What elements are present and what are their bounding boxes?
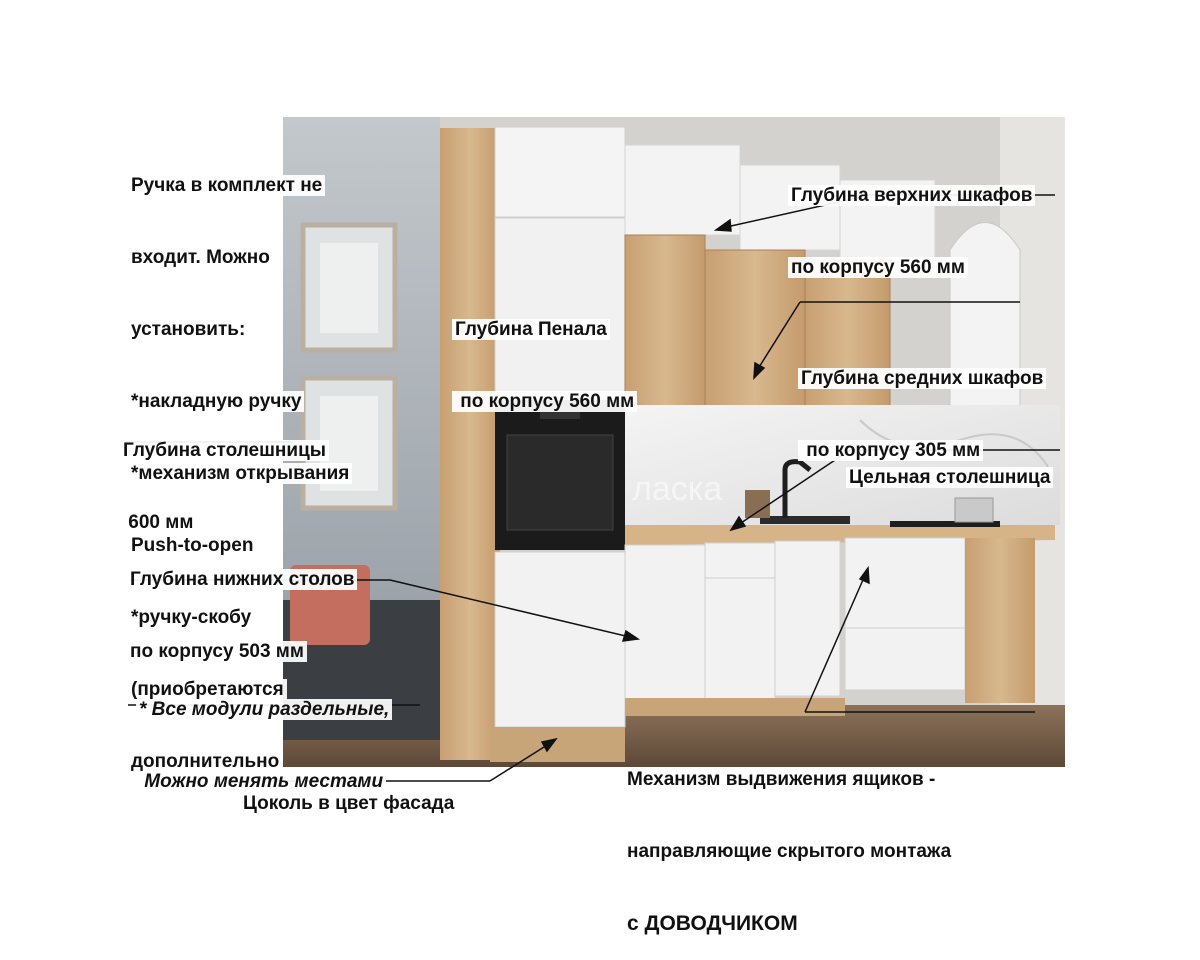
corner-cabinet-bottom xyxy=(844,627,966,691)
lower-depth-line: Глубина нижних столов xyxy=(127,569,358,590)
tall-depth-line: Глубина Пенала xyxy=(452,319,610,340)
handle-note-line: Ручка в комплект не xyxy=(128,175,326,196)
plinth-arrow xyxy=(489,741,553,782)
solid-countertop-text: Цельная столешница xyxy=(846,467,1054,488)
upper-depth-label: Глубина верхних шкафов по корпусу 560 мм xyxy=(788,136,1036,304)
upper-cabinet-2 xyxy=(739,164,841,251)
tall-column-front-bottom xyxy=(494,551,626,728)
tall-column-side xyxy=(440,128,500,760)
handle-note-line: установить: xyxy=(128,319,249,340)
lower-depth-arrowhead xyxy=(621,629,641,642)
lower-cabinet-1 xyxy=(624,544,706,711)
tall-depth-line: по корпусу 560 мм xyxy=(452,391,638,412)
lower-cabinet-3 xyxy=(704,577,776,709)
modules-note-label: * Все модули раздельные, Можно менять ме… xyxy=(136,650,393,818)
drawer-mechanism-line: направляющие скрытого монтажа xyxy=(624,841,955,862)
middle-depth-line: по корпусу 305 мм xyxy=(798,440,984,461)
solid-countertop-arrowhead xyxy=(729,515,747,532)
lower-depth-line: по корпусу 503 мм xyxy=(127,641,307,662)
faucet xyxy=(782,459,812,518)
solid-countertop-label: Цельная столешница xyxy=(846,418,1054,514)
handle-note-line: *накладную ручку xyxy=(128,391,305,412)
tall-depth-label: Глубина Пенала по корпусу 560 мм xyxy=(452,270,638,438)
upper-depth-line: по корпусу 560 мм xyxy=(788,257,968,278)
countertop-depth-label: Глубина столешницы 600 мм xyxy=(120,391,329,559)
middle-cabinet-1 xyxy=(624,234,706,411)
tall-column-front-top xyxy=(494,126,626,218)
handle-note: Ручка в комплект не входит. Можно устано… xyxy=(128,126,353,798)
handle-note-line: (приобретаются xyxy=(128,679,287,700)
corner-cabinet-top xyxy=(844,537,966,629)
cooktop xyxy=(890,521,1000,527)
lower-depth-arrow xyxy=(389,579,635,639)
plinth-label: Цоколь в цвет фасада xyxy=(240,744,458,840)
sink xyxy=(760,516,850,524)
handle-note-line: дополнительно xyxy=(128,751,283,772)
upper-cabinet-1 xyxy=(624,144,741,236)
spice-jars xyxy=(745,490,770,518)
handle-note-line: Push-to-open xyxy=(128,535,257,556)
lower-depth-label: Глубина нижних столов по корпусу 503 мм xyxy=(127,520,358,688)
upper-depth-line: Глубина верхних шкафов xyxy=(788,185,1036,206)
lower-cabinet-4 xyxy=(774,540,841,697)
drawer-mechanism-line: с ДОВОДЧИКОМ xyxy=(624,912,801,935)
handle-note-line: *ручку-скобу xyxy=(128,607,255,628)
drawer-arrowhead xyxy=(858,565,870,585)
oven-window xyxy=(506,434,614,531)
drawer-mechanism-label: Механизм выдвижения ящиков - направляющи… xyxy=(624,720,955,960)
handle-note-line: входит. Можно xyxy=(128,247,273,268)
middle-depth-arrowhead xyxy=(753,361,766,380)
solid-countertop-arrow xyxy=(734,449,851,528)
countertop-depth-line: 600 мм xyxy=(120,512,197,533)
upper-depth-arrowhead xyxy=(713,218,732,232)
lower-cabinet-2 xyxy=(704,542,776,579)
plinth-lower xyxy=(625,698,845,716)
modules-note-line: Можно менять местами xyxy=(136,771,387,792)
plinth-text: Цоколь в цвет фасада xyxy=(240,793,458,814)
watermark: ласка xyxy=(632,470,722,508)
modules-note-line: * Все модули раздельные, xyxy=(136,699,393,720)
drawer-mechanism-line: Механизм выдвижения ящиков - xyxy=(624,769,939,790)
middle-depth-line: Глубина средних шкафов xyxy=(798,368,1047,389)
plinth-tall xyxy=(490,727,625,762)
pot xyxy=(954,497,994,523)
middle-depth-arrow xyxy=(755,301,801,373)
corner-side xyxy=(965,538,1035,703)
middle-depth-label: Глубина средних шкафов по корпусу 305 мм xyxy=(798,319,1047,487)
drawer-arrow xyxy=(804,572,867,713)
plinth-arrowhead xyxy=(540,737,558,753)
handle-note-line: *механизм открывания xyxy=(128,463,353,484)
wall-picture-top-inner xyxy=(320,243,378,333)
countertop-depth-line: Глубина столешницы xyxy=(120,440,329,461)
